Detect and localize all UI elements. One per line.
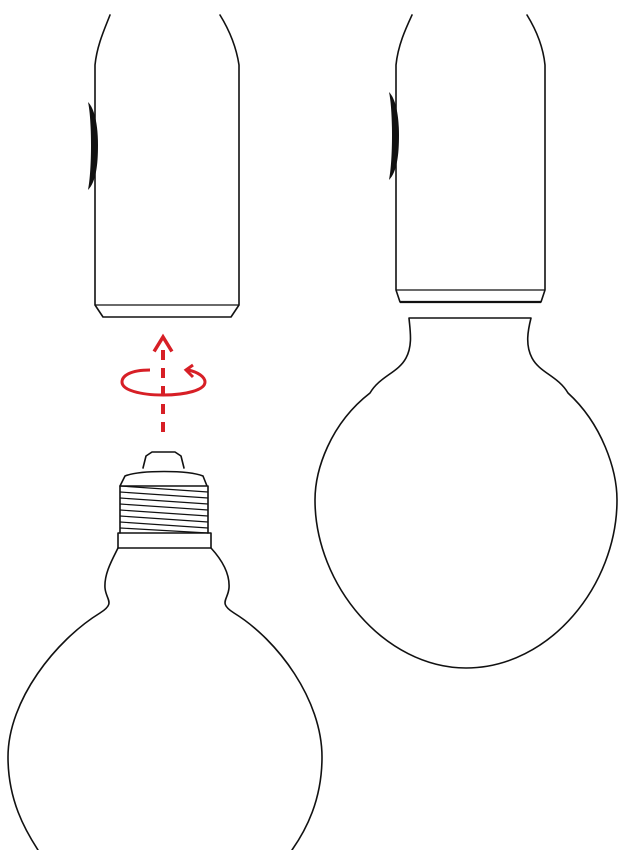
right-globe-bulb xyxy=(314,317,618,669)
rotate-and-insert-arrow-icon xyxy=(120,333,207,432)
left-bulb-threads xyxy=(119,485,209,534)
right-bulb-glass xyxy=(314,317,618,669)
right-socket-holder xyxy=(389,14,546,304)
left-holder-body xyxy=(94,14,240,318)
right-holder-switch-icon xyxy=(389,92,399,180)
left-bulb-thread-top xyxy=(119,470,208,487)
left-socket-holder xyxy=(88,14,240,318)
left-globe-bulb xyxy=(7,451,323,850)
rotation-ellipse xyxy=(120,368,207,397)
left-bulb-collar xyxy=(117,532,212,549)
rotation-arrowhead xyxy=(183,363,195,379)
right-holder-body xyxy=(395,14,546,303)
up-arrowhead xyxy=(152,333,174,353)
left-bulb-tip xyxy=(142,451,185,469)
left-bulb-glass xyxy=(7,547,323,850)
left-holder-switch-icon xyxy=(88,102,98,190)
